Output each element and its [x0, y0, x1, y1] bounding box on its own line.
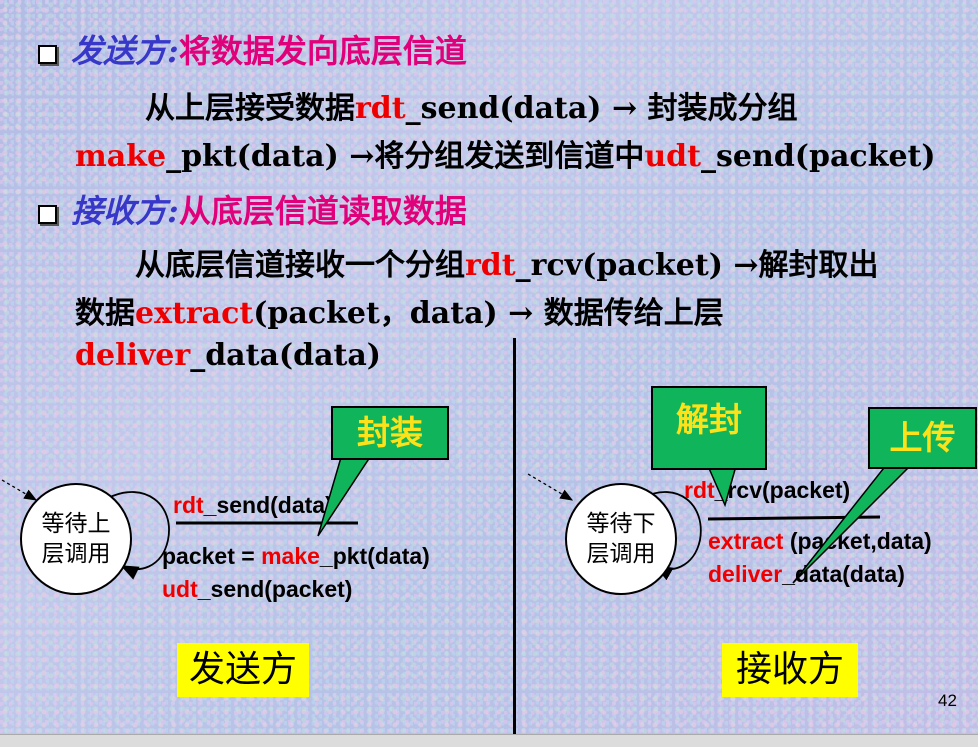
- receiver-left-callout-pointer: [706, 465, 737, 508]
- receiver-self-loop: [641, 491, 702, 581]
- sender-heading: 发送方:将数据发向底层信道: [38, 26, 467, 72]
- sender-action-1: packet = make_pkt(data): [162, 543, 430, 569]
- sender-initial-arrow: [1, 479, 38, 501]
- sender-label: 发送方: [177, 643, 309, 697]
- receiver-role: 接收方:: [71, 192, 179, 230]
- sender-event: rdt_send(data): [173, 492, 333, 518]
- sender-desc: 将数据发向底层信道: [178, 32, 467, 70]
- callout-encapsulate: 封装: [331, 406, 449, 460]
- receiver-line-1: 从底层信道接收一个分组rdt_rcv(packet) →解封取出: [135, 248, 879, 283]
- receiver-line-3: deliver_data(data): [75, 338, 381, 373]
- callout-deliver-up: 上传: [868, 407, 977, 469]
- sender-self-loop: [107, 491, 170, 580]
- receiver-line-2: 数据extract(packet，data) → 数据传给上层: [75, 296, 724, 331]
- receiver-label: 接收方: [722, 643, 858, 697]
- bottom-scroll-bar: [0, 734, 978, 747]
- sender-callout-pointer: [317, 453, 374, 537]
- square-bullet-icon: [38, 45, 57, 64]
- page-number: 42: [938, 691, 957, 710]
- receiver-initial-arrow: [527, 473, 574, 501]
- square-bullet-icon: [38, 205, 57, 224]
- sender-role: 发送方:: [71, 32, 179, 70]
- sender-line-2: make_pkt(data) →将分组发送到信道中udt_send(packet…: [75, 139, 936, 174]
- receiver-desc: 从底层信道读取数据: [178, 192, 467, 230]
- receiver-right-callout-pointer: [792, 463, 914, 584]
- callout-decapsulate: 解封: [651, 386, 767, 470]
- sender-line-1: 从上层接受数据rdt_send(data) → 封装成分组: [145, 91, 798, 126]
- vertical-divider: [513, 338, 516, 734]
- sender-state-wait-upper: 等待上层调用: [20, 483, 132, 595]
- receiver-event: rdt_rcv(packet): [684, 477, 851, 503]
- receiver-heading: 接收方:从底层信道读取数据: [38, 186, 467, 232]
- sender-action-2: udt_send(packet): [162, 576, 353, 602]
- receiver-state-wait-lower: 等待下层调用: [565, 483, 677, 595]
- receiver-action-1: extract (packet,data): [708, 528, 932, 554]
